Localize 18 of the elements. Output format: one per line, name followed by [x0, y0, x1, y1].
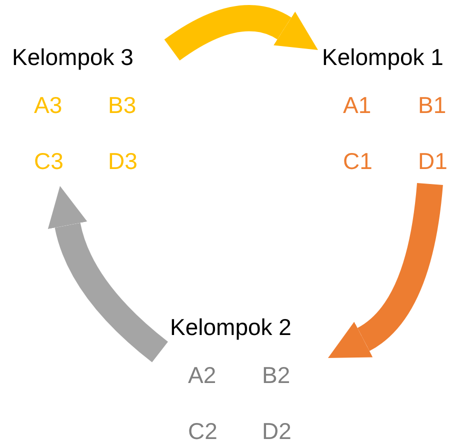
member-label: C1 [343, 148, 372, 174]
member-label: C3 [34, 148, 64, 174]
member-label: A3 [34, 92, 62, 118]
member-label: B3 [108, 92, 136, 118]
member-label: D3 [108, 148, 138, 174]
curved-arrow [48, 186, 168, 362]
group-heading: Kelompok 2 [170, 314, 292, 340]
member-label: B2 [262, 362, 290, 388]
member-label: C2 [188, 418, 218, 444]
curved-arrow [164, 5, 320, 61]
group-heading: Kelompok 1 [322, 44, 444, 70]
member-label: D1 [418, 148, 448, 174]
member-label: A1 [343, 92, 372, 118]
member-label: A2 [188, 362, 216, 388]
curved-arrow [329, 182, 443, 360]
member-label: D2 [262, 418, 292, 444]
group-heading: Kelompok 3 [12, 44, 134, 70]
member-label: B1 [418, 92, 446, 118]
